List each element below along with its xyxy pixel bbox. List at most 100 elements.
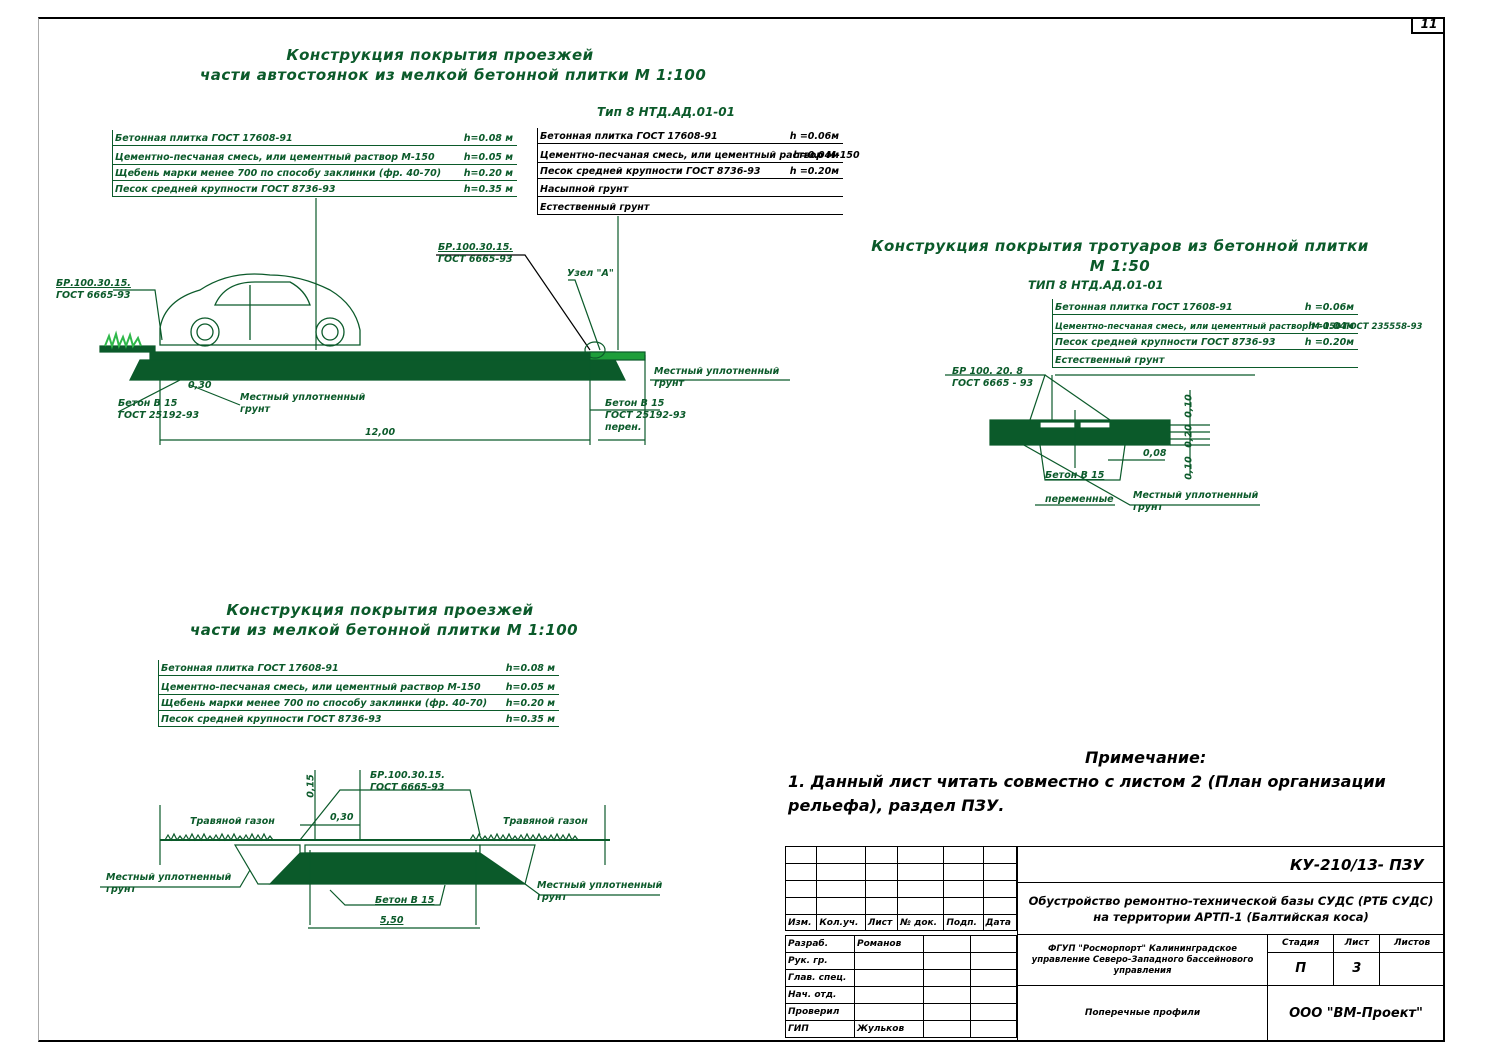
note-line2: рельефа), раздел ПЗУ. xyxy=(788,796,1005,815)
legend-row: Цементно-песчаная смесь, или цементный р… xyxy=(159,676,559,695)
title-block-cell: Рук. гр. xyxy=(785,952,855,970)
section2-dim-bottom: 0,10 xyxy=(1183,456,1195,480)
sheet-value: 3 xyxy=(1333,951,1381,986)
drawing-line xyxy=(190,317,220,347)
legend-text: h=0.04м xyxy=(1308,321,1354,332)
grass-icon xyxy=(104,330,142,350)
note-heading: Примечание: xyxy=(1085,748,1207,767)
title-block-cell: Лист xyxy=(1333,934,1381,953)
section2-dim-top: 0,10 xyxy=(1183,394,1195,418)
legend-text: Бетонная плитка ГОСТ 17608-91 xyxy=(540,131,718,142)
road-base xyxy=(129,359,626,381)
grass-icon xyxy=(469,832,579,842)
section2-title: Конструкция покрытия тротуаров из бетонн… xyxy=(871,237,1369,275)
legend-text: Песок средней крупности ГОСТ 8736-93 xyxy=(540,166,761,177)
title-block-row: Поперечные профили ООО "ВМ-Проект" xyxy=(1017,984,1445,1043)
drawing-line xyxy=(1014,439,1260,506)
title-block-row xyxy=(784,880,1018,898)
title-block-cell xyxy=(854,952,924,970)
drawing-line xyxy=(436,254,591,351)
title-block-row xyxy=(784,863,1018,881)
title-block-cell: Лист xyxy=(864,914,899,931)
legend-text: h=0.35 м xyxy=(505,714,555,725)
legend-text: h=0.05 м xyxy=(505,682,555,693)
title-block-cell xyxy=(923,969,971,987)
title-block-cell xyxy=(943,863,984,881)
legend-row: Цементно-песчаная смесь, или цементный р… xyxy=(113,146,517,165)
organization: ФГУП "Росморпорт" Калининградское управл… xyxy=(1017,934,1268,986)
title-block-cell xyxy=(923,986,971,1004)
legend-text: h=0.35 м xyxy=(463,184,513,195)
signature-row: Разраб.Романов xyxy=(785,935,1017,953)
title-block-cell xyxy=(897,880,945,898)
section1-concrete-left-label: Бетон В 15 ГОСТ 25192-93 xyxy=(118,398,200,421)
section3-dim-small: 0,30 xyxy=(330,812,354,823)
title-block-cell xyxy=(969,935,1017,953)
lawn-left-label: Травяной газон xyxy=(190,816,275,827)
section3-title: Конструкция покрытия проезжей части из м… xyxy=(190,601,579,639)
section3-soil-right-label: Местный уплотненный грунт xyxy=(537,880,663,903)
grass-icon xyxy=(164,832,274,842)
drawing-line xyxy=(1039,444,1126,481)
section1-layer-legend: Бетонная плитка ГОСТ 17608-91 h=0.08 м Це… xyxy=(112,130,517,197)
title-block-cell: Жульков xyxy=(854,1020,924,1038)
legend-text: Цементно-песчаная смесь, или цементный р… xyxy=(1055,322,1423,332)
legend-text: Бетонная плитка ГОСТ 17608-91 xyxy=(115,133,293,144)
title-block-cell xyxy=(982,880,1018,898)
section1-dim-small: 0,30 xyxy=(188,380,212,391)
section1-concrete-right-label: Бетон В 15 ГОСТ 25192-93 перен. xyxy=(605,398,687,433)
legend-row: Естественный грунт xyxy=(1053,350,1358,368)
drawing-line xyxy=(159,273,361,346)
legend-row: Щебень марки менее 700 по способу заклин… xyxy=(113,165,517,181)
title-block-cell xyxy=(897,863,945,881)
signatures-table: Разраб.Романов Рук. гр. Глав. спец. Нач.… xyxy=(785,935,1017,1038)
legend-text: h=0.20 м xyxy=(505,698,555,709)
note-line1: 1. Данный лист читать совместно с листом… xyxy=(788,772,1386,791)
sidewalk-right xyxy=(589,351,646,361)
drawing-line xyxy=(1079,421,1111,429)
section1-curb-left-label: БР.100.30.15. ГОСТ 6665-93 xyxy=(56,278,131,301)
section2-type-label: ТИП 8 НТД.АД.01-01 xyxy=(1028,278,1164,292)
revision-table: Изм. Кол.уч. Лист № док. Подп. Дата xyxy=(784,846,1018,931)
drawing-line xyxy=(196,323,214,341)
section1-curb-right-label: БР.100.30.15. ГОСТ 6665-93 xyxy=(438,242,513,265)
section2-dim-mid: 0,20 xyxy=(1183,424,1195,448)
section1-type-label: Тип 8 НТД.АД.01-01 xyxy=(597,105,735,119)
drawing-line xyxy=(99,198,1260,929)
title-block-cell xyxy=(897,846,945,864)
title-block-cell xyxy=(969,986,1017,1004)
drawing-line xyxy=(321,323,339,341)
section3-dim-height: 0,15 xyxy=(305,774,317,798)
legend-text: Цементно-песчаная смесь, или цементный р… xyxy=(540,150,860,161)
drawing-line xyxy=(315,317,345,347)
drawing-line xyxy=(299,789,481,841)
title-block-cell xyxy=(784,897,818,915)
legend-text: h=0.08 м xyxy=(463,133,513,144)
title-block-cell: Глав. спец. xyxy=(785,969,855,987)
legend-text: Песок средней крупности ГОСТ 8736-93 xyxy=(1055,337,1276,348)
section2-variable-label: переменные xyxy=(1045,494,1114,505)
title-block-cell xyxy=(923,1003,971,1021)
drawing-line xyxy=(117,379,181,413)
title-block-cell xyxy=(854,969,924,987)
title-block-row: Обустройство ремонтно-технической базы С… xyxy=(1017,882,1445,936)
drawing-line xyxy=(1044,374,1111,421)
drawing-line xyxy=(233,844,301,885)
title-block-cell xyxy=(854,986,924,1004)
section3-soil-left-label: Местный уплотненный грунт xyxy=(106,872,232,895)
title-block-cell: Изм. xyxy=(784,914,818,931)
section1-title: Конструкция покрытия проезжей части авто… xyxy=(200,45,707,85)
title-block-cell: Разраб. xyxy=(785,935,855,953)
section1-title-line2: части автостоянок из мелкой бетонной пли… xyxy=(200,66,707,84)
title-block-cell xyxy=(864,897,899,915)
legend-row: Естественный грунт xyxy=(538,197,843,215)
title-block-cell xyxy=(969,1020,1017,1038)
title-block-cell xyxy=(982,897,1018,915)
title-block-cell: Подп. xyxy=(943,914,984,931)
car-illustration xyxy=(159,273,361,347)
title-block-cell: Нач. отд. xyxy=(785,986,855,1004)
section3-dim-width: 5,50 xyxy=(380,915,404,926)
